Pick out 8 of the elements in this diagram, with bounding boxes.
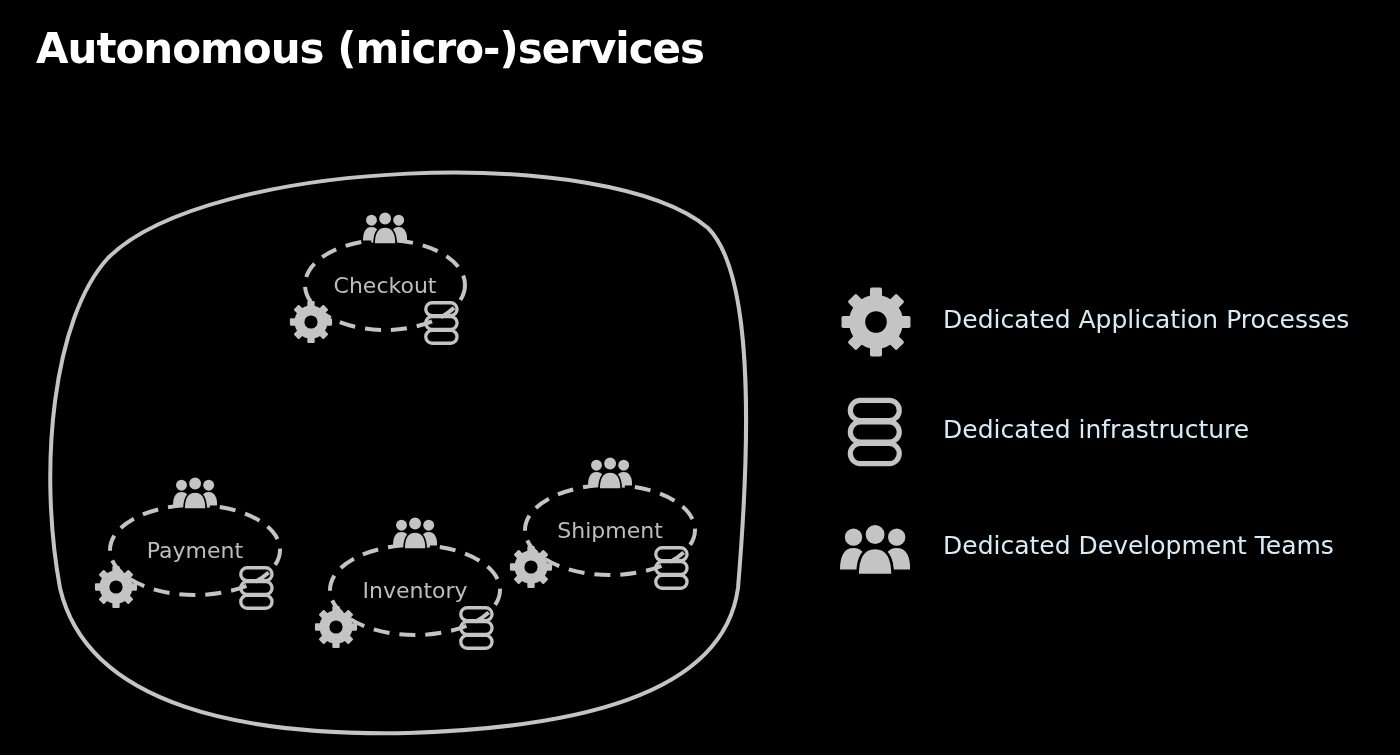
legend-label: Dedicated infrastructure	[943, 415, 1250, 444]
service-name: Payment	[146, 537, 244, 563]
legend-label: Dedicated Application Processes	[943, 305, 1350, 334]
service-name: Checkout	[333, 272, 437, 298]
legend-label: Dedicated Development Teams	[943, 531, 1334, 560]
title: Autonomous (micro-)services	[36, 24, 705, 73]
service-name: Shipment	[557, 517, 663, 543]
service-name: Inventory	[362, 577, 468, 603]
